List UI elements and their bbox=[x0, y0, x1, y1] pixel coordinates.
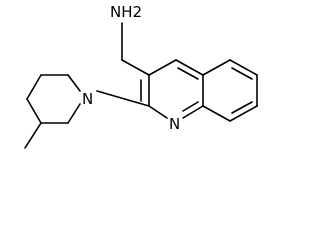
bond-n-c2p bbox=[67, 74, 81, 92]
bond-c8-c8a bbox=[202, 105, 231, 122]
bond-n1-c2 bbox=[148, 105, 168, 119]
bond-c7-c8 bbox=[229, 105, 258, 122]
bond-c7-c8-inner bbox=[231, 101, 253, 114]
bond-c8a-n1-inner bbox=[182, 101, 199, 112]
amine-label: NH2 bbox=[110, 3, 142, 21]
bond-c5-c6-inner bbox=[231, 67, 253, 80]
bond-c6p-n bbox=[67, 103, 81, 124]
quinoline-pyridine-ring bbox=[140, 59, 204, 119]
bond-c4p-c5p bbox=[26, 98, 42, 124]
quinoline-nitrogen-label: N bbox=[169, 115, 180, 133]
bond-methyl bbox=[24, 122, 42, 149]
bond-c2-piperidine-n bbox=[96, 90, 150, 107]
aminomethyl-group bbox=[121, 22, 150, 76]
bond-c3-c4 bbox=[148, 59, 177, 76]
bond-c8a-n1 bbox=[182, 105, 204, 119]
piperidine-ring bbox=[26, 74, 81, 124]
bond-c5-c6 bbox=[229, 59, 258, 76]
bond-c4a-c5 bbox=[202, 59, 231, 76]
piperidine-nitrogen-label: N bbox=[82, 90, 93, 108]
bond-c4-c4a bbox=[175, 59, 204, 76]
bond-c3p-c4p bbox=[26, 74, 42, 100]
bond-c4-c4a-inner bbox=[177, 67, 199, 80]
bond-c3-ch2 bbox=[121, 59, 150, 76]
molecule-structure: NH2 N N bbox=[24, 3, 258, 149]
quinoline-benzene-ring bbox=[202, 59, 258, 122]
